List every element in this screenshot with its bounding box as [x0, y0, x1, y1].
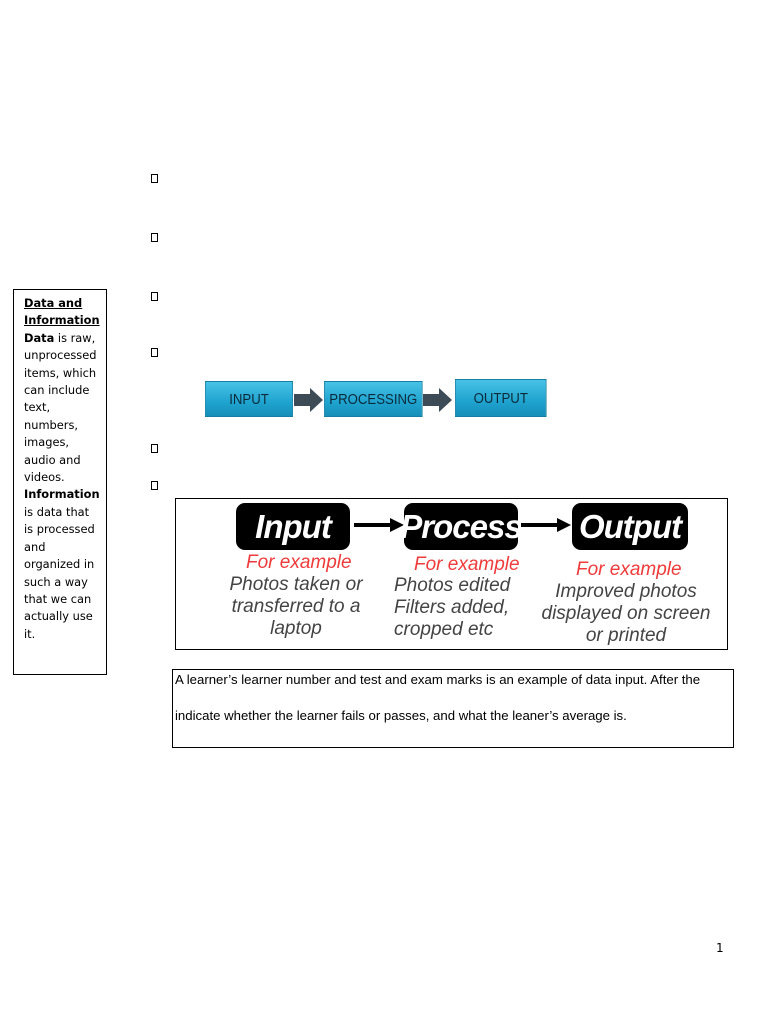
arrow-right-icon — [521, 518, 571, 532]
information-term: Information — [24, 487, 100, 502]
stage-title-process: Process — [400, 503, 523, 550]
stage-title-output: Output — [572, 503, 688, 550]
stage-description-process: Photos edited Filters added, cropped etc — [394, 575, 511, 640]
example-text-box: A learner’s learner number and test and … — [172, 669, 734, 748]
ipo-example-figure: Input Process Output For example Photos … — [175, 498, 728, 650]
flow-step-input: INPUT — [205, 381, 293, 417]
bullet-marker — [151, 348, 158, 357]
example-text-line: indicate whether the learner fails or pa… — [175, 708, 627, 723]
definition-sidebar: Data and Information Data is raw, unproc… — [13, 289, 107, 675]
data-definition: Data is raw, unprocessed items, which ca… — [24, 330, 100, 487]
information-definition-text: is data that is processed and organized … — [24, 504, 95, 641]
stage-example-label-input: For example — [246, 552, 352, 573]
stage-example-label-output: For example — [576, 559, 682, 580]
information-definition: Information is data that is processed an… — [24, 486, 100, 643]
sidebar-heading: Data and Information — [24, 296, 100, 328]
bullet-marker — [151, 292, 158, 301]
data-definition-text: is raw, unprocessed items, which can inc… — [24, 330, 97, 485]
stage-title-input: Input — [236, 503, 350, 550]
flow-step-processing: PROCESSING — [324, 381, 423, 417]
flow-arrow-icon — [294, 388, 323, 412]
example-text-line: A learner’s learner number and test and … — [175, 672, 701, 687]
bullet-marker — [151, 444, 158, 453]
flow-arrow-icon — [423, 388, 452, 412]
stage-description-input: Photos taken or transferred to a laptop — [229, 574, 363, 639]
stage-example-label-process: For example — [414, 554, 520, 575]
flow-step-output: OUTPUT — [455, 379, 547, 417]
bullet-marker — [151, 481, 158, 490]
data-term: Data — [24, 330, 55, 345]
bullet-marker — [151, 174, 158, 183]
bullet-marker — [151, 233, 158, 242]
arrow-right-icon — [354, 518, 404, 532]
page-number: 1 — [716, 941, 724, 955]
stage-description-output: Improved photos displayed on screen or p… — [541, 581, 711, 646]
